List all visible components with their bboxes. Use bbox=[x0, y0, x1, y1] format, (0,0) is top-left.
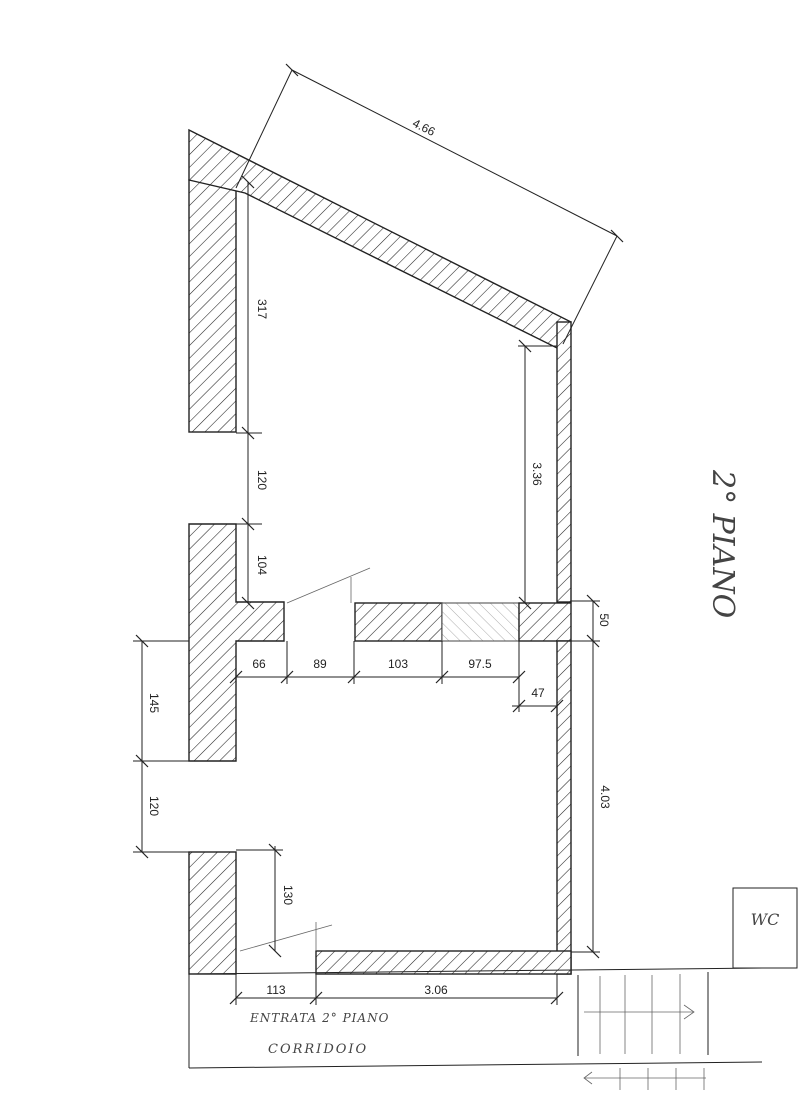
dim-tick-641 bbox=[586, 634, 600, 648]
dim-tick-outer-641 bbox=[135, 634, 149, 648]
dim-label-317: 317 bbox=[255, 299, 269, 319]
dim-tick-b2 bbox=[309, 991, 323, 1005]
wall-right-upper bbox=[556, 321, 572, 603]
wall-partition-light bbox=[441, 602, 520, 642]
dim-label-145: 145 bbox=[147, 693, 161, 713]
dim-label-403: 4.03 bbox=[598, 785, 612, 809]
corridor-label: CORRIDOIO bbox=[268, 1042, 368, 1057]
dim-tick-130-a bbox=[268, 843, 282, 857]
dim-tick-h5 bbox=[512, 670, 526, 684]
door-swing-entrance bbox=[239, 924, 333, 952]
dim-tick-182 bbox=[241, 175, 255, 189]
stairs-lower-arrow-head-icon bbox=[583, 1071, 593, 1085]
dim-label-113: 113 bbox=[266, 983, 285, 997]
dim-tick-b1 bbox=[229, 991, 243, 1005]
dim-tick-h2 bbox=[280, 670, 294, 684]
dim-tick-466-b bbox=[610, 229, 624, 243]
wall-partition-left bbox=[354, 602, 443, 642]
dim-label-466: 4.66 bbox=[410, 116, 437, 139]
entrance-label: ENTRATA 2° PIANO bbox=[249, 1011, 389, 1025]
dim-ext-466-right bbox=[562, 235, 618, 345]
dim-tick-130-b bbox=[268, 944, 282, 958]
dim-label-103: 103 bbox=[388, 657, 408, 671]
dim-label-975: 97.5 bbox=[468, 657, 492, 671]
dim-tick-h4 bbox=[435, 670, 449, 684]
dim-tick-603 bbox=[241, 596, 255, 610]
dim-tick-outer-852 bbox=[135, 845, 149, 859]
dim-tick-47-b bbox=[550, 699, 564, 713]
dim-tick-b3 bbox=[550, 991, 564, 1005]
dim-label-130: 130 bbox=[281, 885, 295, 905]
wall-left-lower bbox=[188, 851, 237, 975]
door-swing-middle bbox=[286, 567, 371, 604]
dim-label-306: 3.06 bbox=[424, 983, 448, 997]
wc-label: WC bbox=[751, 910, 780, 929]
dim-label-336: 3.36 bbox=[530, 462, 544, 486]
dim-label-66: 66 bbox=[252, 657, 266, 671]
dim-label-50: 50 bbox=[597, 613, 611, 627]
wall-partition-right bbox=[518, 602, 572, 642]
dim-tick-466-a bbox=[285, 63, 299, 77]
corridor-bottom-line bbox=[188, 1061, 763, 1069]
wall-left-upper bbox=[188, 179, 237, 433]
dim-tick-336-a bbox=[518, 339, 532, 353]
dim-tick-47-a bbox=[512, 699, 526, 713]
dim-tick-601 bbox=[586, 594, 600, 608]
wall-right-lower bbox=[556, 640, 572, 975]
dim-ext-466-left bbox=[235, 69, 293, 189]
floor-label: 2° PIANO bbox=[705, 469, 740, 618]
dim-tick-336-b bbox=[518, 596, 532, 610]
dim-label-47: 47 bbox=[531, 686, 545, 700]
corridor-top-line bbox=[188, 967, 767, 975]
wall-bottom bbox=[315, 950, 572, 975]
wc-box bbox=[732, 887, 798, 969]
dim-tick-952 bbox=[586, 945, 600, 959]
dim-label-120-top: 120 bbox=[255, 470, 269, 490]
stairs-arrow-head-icon bbox=[683, 1004, 695, 1020]
dim-label-120-bottom: 120 bbox=[147, 796, 161, 816]
dim-tick-outer-761 bbox=[135, 754, 149, 768]
dim-label-104: 104 bbox=[255, 555, 269, 575]
wall-left-middle bbox=[188, 523, 285, 762]
dim-tick-h1 bbox=[229, 670, 243, 684]
dim-label-89: 89 bbox=[313, 657, 327, 671]
dim-tick-h3 bbox=[347, 670, 361, 684]
dim-line-466 bbox=[291, 69, 618, 237]
wall-slanted-top bbox=[188, 128, 572, 349]
